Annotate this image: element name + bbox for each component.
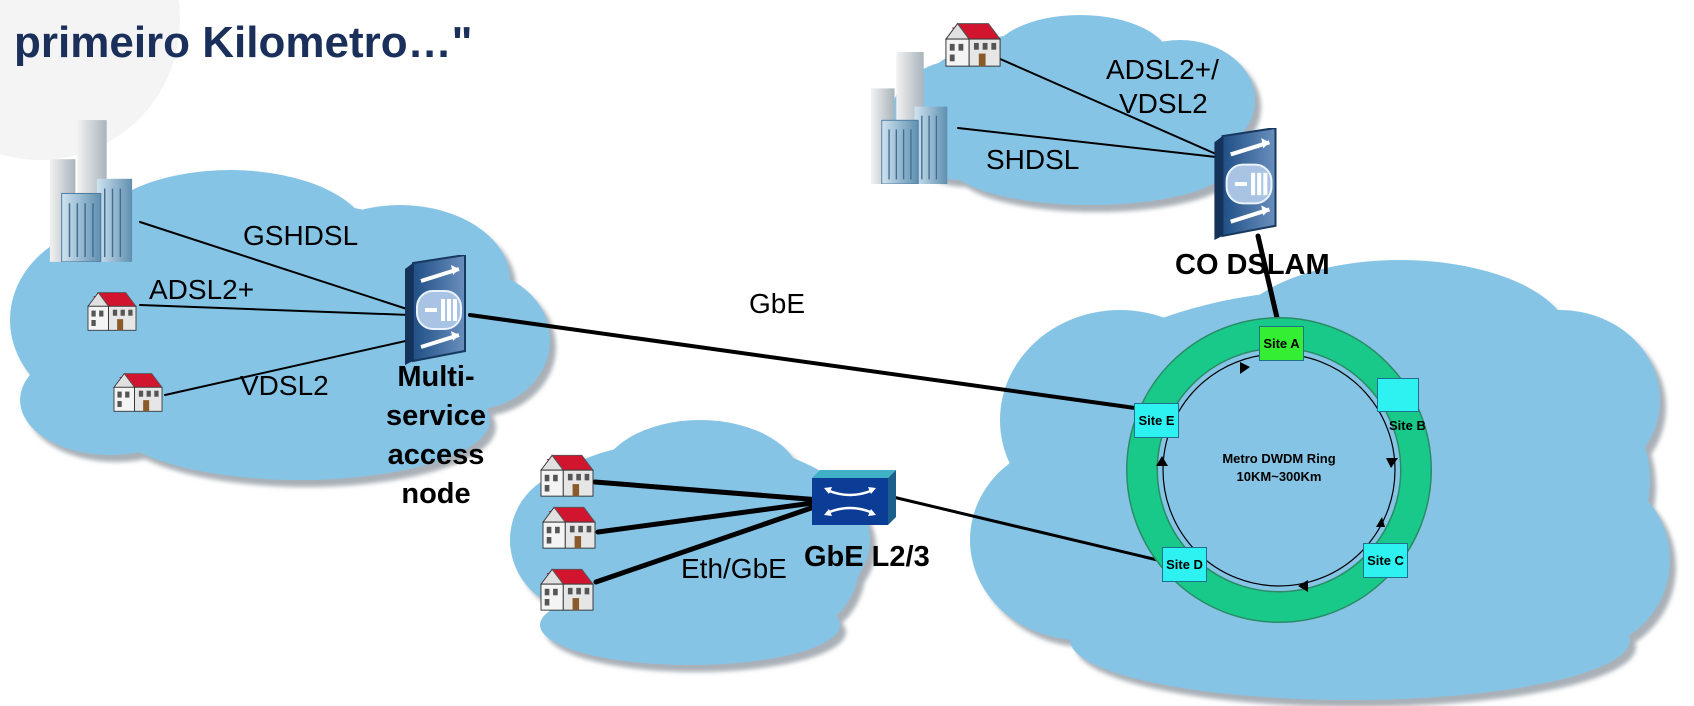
site-a-node: Site A bbox=[1259, 326, 1304, 361]
label-multiservice-line3: access bbox=[387, 439, 485, 471]
label-shdsl: SHDSL bbox=[986, 144, 1080, 175]
label-multiservice-node: Multi- service access node bbox=[380, 358, 492, 514]
multiservice-node-icon bbox=[405, 255, 465, 365]
ring-arrow-icon bbox=[1240, 362, 1250, 374]
link-eth-3 bbox=[593, 502, 823, 585]
label-co-dslam: CO DSLAM bbox=[1175, 249, 1330, 281]
site-d-node: Site D bbox=[1162, 547, 1207, 582]
link-adsl2plus bbox=[139, 304, 411, 316]
house-icon bbox=[540, 454, 594, 497]
ring-arrow-icon bbox=[1156, 456, 1168, 466]
label-multiservice-line4: node bbox=[401, 478, 471, 510]
ring-title: Metro DWDM Ring 10KM~300Km bbox=[1194, 450, 1364, 486]
label-adsl2plus: ADSL2+ bbox=[149, 274, 255, 305]
label-gbe: GbE bbox=[749, 288, 806, 319]
house-icon bbox=[542, 506, 596, 549]
link-adsl2-vdsl2 bbox=[997, 57, 1226, 159]
label-gshdsl: GSHDSL bbox=[243, 220, 359, 251]
co-dslam-icon bbox=[1214, 128, 1275, 240]
link-gshdsl bbox=[139, 221, 411, 311]
site-c-node: Site C bbox=[1363, 543, 1408, 578]
ring-arrow-icon bbox=[1298, 580, 1308, 592]
cloud-access-network bbox=[10, 170, 550, 480]
ring-arrow-icon bbox=[1386, 458, 1398, 468]
links bbox=[139, 57, 1284, 585]
label-adsl2-vdsl2-line1: ADSL2+/ bbox=[1106, 54, 1219, 85]
gbe-switch-icon bbox=[812, 470, 896, 525]
label-gbe-switch: GbE L2/3 bbox=[804, 541, 930, 573]
link-eth-2 bbox=[595, 499, 823, 535]
link-eth-1 bbox=[592, 479, 823, 503]
label-eth-gbe: Eth/GbE bbox=[681, 553, 787, 584]
house-icon bbox=[540, 568, 594, 611]
ring-title-line1: Metro DWDM Ring bbox=[1222, 451, 1336, 466]
cloud-co-network bbox=[890, 15, 1255, 205]
watermark-shape bbox=[0, 0, 180, 160]
house-icon bbox=[87, 292, 137, 331]
label-vdsl2: VDSL2 bbox=[240, 370, 329, 401]
link-vdsl2 bbox=[164, 339, 411, 396]
site-b-node bbox=[1377, 378, 1419, 412]
house-icon bbox=[113, 373, 163, 412]
site-b-label: Site B bbox=[1389, 418, 1426, 433]
site-e-node: Site E bbox=[1134, 403, 1179, 438]
ring-arrow-icon bbox=[1376, 517, 1385, 527]
link-gbe bbox=[468, 313, 1137, 410]
label-adsl2-vdsl2-line2: VDSL2 bbox=[1119, 88, 1208, 119]
label-multiservice-line1: Multi- bbox=[397, 361, 475, 393]
house-icon bbox=[945, 23, 1001, 67]
ring-title-line2: 10KM~300Km bbox=[1236, 469, 1322, 484]
link-shdsl bbox=[957, 127, 1226, 159]
label-multiservice-line2: service bbox=[386, 400, 486, 432]
page-title: primeiro Kilometro…" bbox=[14, 18, 473, 67]
link-switch-sited bbox=[891, 495, 1168, 564]
